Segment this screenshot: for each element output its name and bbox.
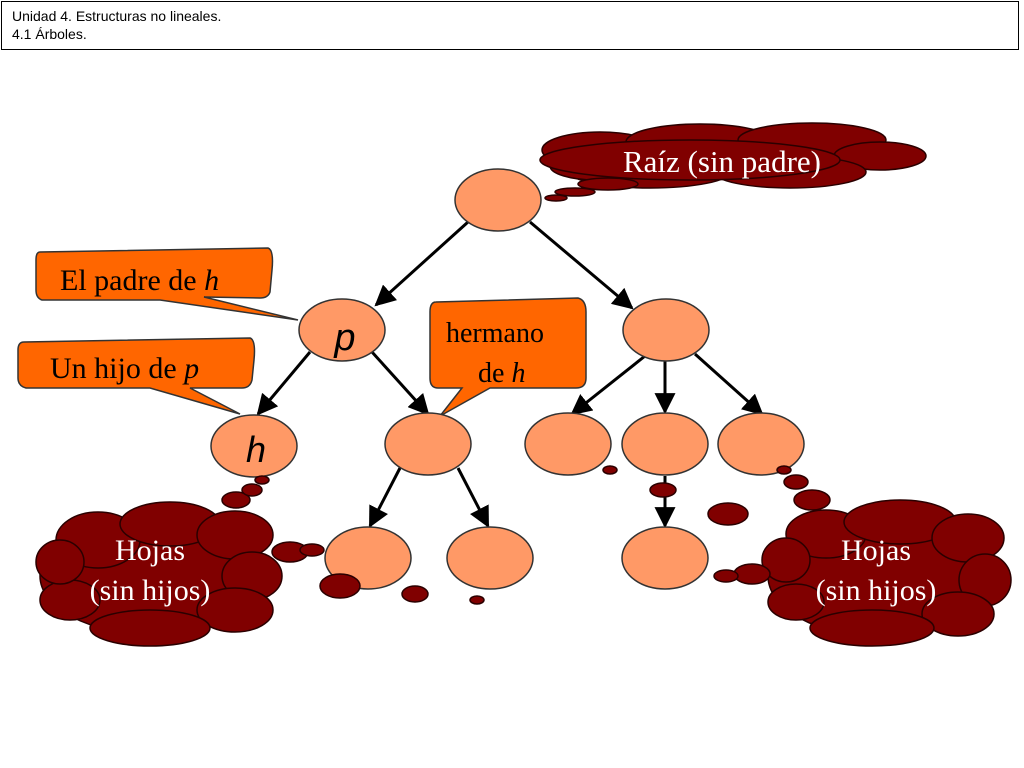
cloud-hojas-right bbox=[713, 465, 1012, 647]
cloud-hojas-left bbox=[35, 475, 325, 647]
cloud-raiz bbox=[539, 122, 927, 202]
svg-text:Un hijo de p: Un hijo de p bbox=[50, 352, 199, 385]
cloud-hojas-left-line1: Hojas bbox=[115, 534, 185, 567]
node-p bbox=[298, 298, 386, 362]
callout-hijo-var: p bbox=[182, 352, 199, 385]
edge-sibling-child1 bbox=[368, 467, 402, 528]
tree-nodes bbox=[210, 168, 805, 590]
callout-padre: El padre de h bbox=[35, 247, 299, 321]
callout-hijo-text: Un hijo de bbox=[50, 352, 184, 385]
svg-text:El padre de h: El padre de h bbox=[60, 264, 219, 297]
callout-hermano: hermano de h bbox=[429, 297, 587, 417]
callout-hijo: Un hijo de p bbox=[17, 337, 256, 415]
bubble-6 bbox=[707, 502, 749, 526]
cloud-hojas-right-line2: (sin hijos) bbox=[816, 574, 937, 607]
callout-padre-text: El padre de bbox=[60, 264, 204, 297]
callout-hermano-line1: hermano bbox=[446, 318, 544, 349]
bubble-3 bbox=[469, 595, 485, 605]
node-right-child2 bbox=[621, 412, 709, 476]
bubble-2 bbox=[401, 585, 429, 603]
edge-root-p bbox=[374, 220, 470, 307]
thought-bubbles bbox=[319, 465, 749, 605]
node-p-label: p bbox=[333, 317, 355, 359]
cloud-raiz-text: Raíz (sin padre) bbox=[623, 144, 821, 179]
callout-hermano-text: de bbox=[478, 358, 511, 389]
bubble-1 bbox=[319, 573, 361, 599]
edge-right-child1 bbox=[570, 354, 646, 416]
node-h-label: h bbox=[246, 429, 266, 470]
node-leaf1 bbox=[324, 526, 412, 590]
callout-hermano-var: h bbox=[511, 358, 525, 389]
node-leaf3 bbox=[621, 526, 709, 590]
node-h bbox=[210, 414, 298, 478]
edge-root-right bbox=[529, 220, 634, 310]
bubble-4 bbox=[602, 465, 618, 475]
cloud-hojas-right-line1: Hojas bbox=[841, 534, 911, 567]
cloud-hojas-left-line2: (sin hijos) bbox=[90, 574, 211, 607]
edge-p-h bbox=[256, 351, 312, 416]
node-root bbox=[454, 168, 542, 232]
node-right bbox=[622, 298, 710, 362]
tree-edges bbox=[256, 220, 764, 529]
node-right-child3 bbox=[717, 412, 805, 476]
node-leaf2 bbox=[446, 526, 534, 590]
section-title: 4.1 Árboles. bbox=[12, 26, 87, 42]
edge-right-child3 bbox=[693, 352, 764, 416]
node-sibling bbox=[384, 412, 472, 476]
slide-header: Unidad 4. Estructuras no lineales. 4.1 Á… bbox=[1, 1, 1019, 50]
bubble-5 bbox=[649, 482, 677, 498]
node-right-child1 bbox=[524, 412, 612, 476]
unit-title: Unidad 4. Estructuras no lineales. bbox=[12, 8, 222, 24]
edge-p-sibling bbox=[370, 350, 430, 416]
svg-text:de h: de h bbox=[478, 358, 525, 389]
edge-sibling-child2 bbox=[456, 467, 490, 528]
callout-padre-var: h bbox=[204, 264, 219, 297]
